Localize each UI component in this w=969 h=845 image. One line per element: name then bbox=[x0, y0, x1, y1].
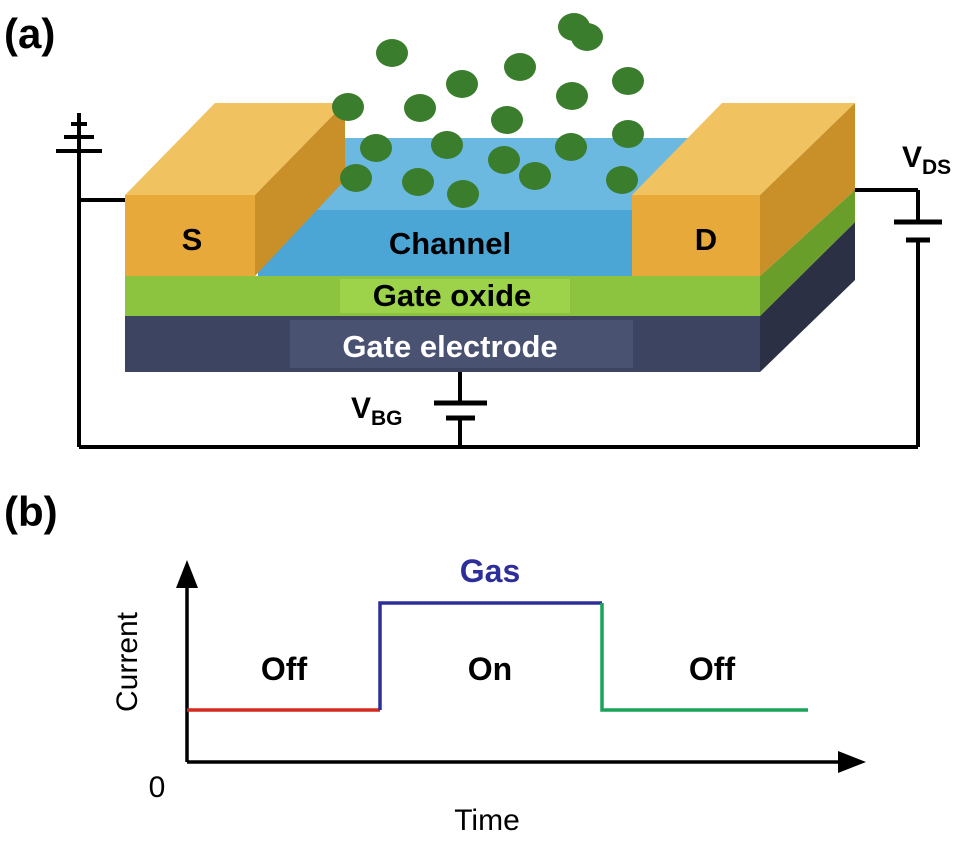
gate-electrode-label: Gate electrode bbox=[342, 329, 557, 364]
gas-molecule bbox=[606, 166, 638, 194]
drain-side bbox=[760, 103, 855, 276]
gate-oxide-label: Gate oxide bbox=[373, 278, 532, 313]
x-axis-arrow-icon bbox=[838, 751, 866, 773]
vds-label-main: V bbox=[902, 141, 922, 174]
vbg-label-sub: BG bbox=[371, 407, 403, 430]
svg-text:VBG: VBG bbox=[351, 392, 403, 430]
vds-label-sub: DS bbox=[922, 156, 951, 179]
state-label-on: On bbox=[468, 651, 512, 687]
gate-oxide-side bbox=[760, 190, 855, 316]
gas-molecule bbox=[558, 13, 590, 41]
state-label-off-after: Off bbox=[689, 651, 736, 687]
current-trace bbox=[187, 601, 808, 712]
gas-molecule bbox=[404, 94, 436, 122]
svg-text:VDS: VDS bbox=[902, 141, 951, 179]
gate-electrode-side bbox=[760, 222, 855, 372]
channel-label: Channel bbox=[389, 226, 511, 261]
device-stack bbox=[125, 103, 855, 372]
axes bbox=[185, 582, 842, 764]
on-segment bbox=[378, 601, 602, 710]
gas-molecule bbox=[612, 67, 644, 95]
drain-label: D bbox=[695, 222, 717, 257]
x-axis-label: Time bbox=[454, 804, 520, 837]
gas-molecule bbox=[519, 162, 551, 190]
off-after-segment bbox=[600, 603, 808, 712]
vbg-battery-icon bbox=[434, 400, 487, 421]
panel-b-label: (b) bbox=[4, 488, 58, 535]
source-side bbox=[255, 103, 345, 276]
gas-molecule bbox=[488, 146, 520, 174]
vbg-label: VBG bbox=[351, 392, 403, 430]
gas-molecule bbox=[504, 53, 536, 81]
gas-molecule bbox=[340, 164, 372, 192]
source-label: S bbox=[182, 222, 203, 257]
gas-molecule bbox=[332, 93, 364, 121]
y-axis-arrow-icon bbox=[176, 560, 198, 588]
gas-label: Gas bbox=[460, 553, 520, 589]
state-label-off-before: Off bbox=[261, 651, 308, 687]
drain-top bbox=[632, 103, 855, 195]
gas-molecule bbox=[491, 106, 523, 134]
origin-label: 0 bbox=[149, 771, 166, 804]
vds-battery-icon bbox=[894, 219, 942, 243]
gas-molecule bbox=[447, 180, 479, 208]
vds-label: VDS bbox=[902, 141, 951, 179]
gas-molecule bbox=[360, 134, 392, 162]
gas-molecule bbox=[612, 120, 644, 148]
gas-molecule bbox=[431, 131, 463, 159]
y-axis-label: Current bbox=[111, 611, 144, 712]
gas-molecules bbox=[332, 13, 644, 208]
gas-molecule bbox=[446, 70, 478, 98]
source-top bbox=[125, 103, 345, 195]
vbg-label-main: V bbox=[351, 392, 371, 425]
source-electrode bbox=[125, 195, 255, 276]
drain-electrode bbox=[632, 195, 760, 276]
panel-a-label: (a) bbox=[4, 10, 55, 57]
gas-molecule bbox=[556, 82, 588, 110]
channel-layer bbox=[258, 210, 632, 276]
gas-molecule bbox=[555, 133, 587, 161]
gas-molecule bbox=[376, 39, 408, 67]
gas-molecule bbox=[402, 168, 434, 196]
